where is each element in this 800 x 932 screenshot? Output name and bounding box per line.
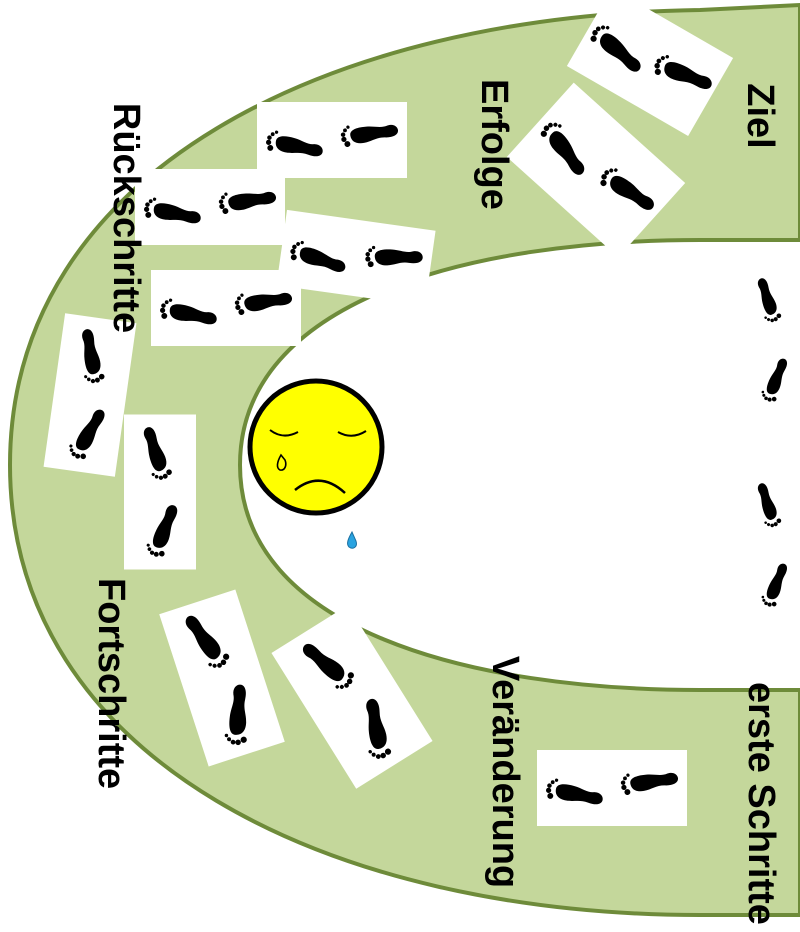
label-veraenderung: Veränderung <box>484 652 524 892</box>
label-rueckschritte: Rückschritte <box>105 101 145 335</box>
footprints-icon <box>742 465 800 625</box>
teardrop-icon <box>348 532 357 548</box>
footprints-icon <box>257 102 407 178</box>
label-erste-schritte: erste Schritte <box>740 682 780 922</box>
footprints-icon <box>742 260 800 420</box>
label-fortschritte: Fortschritte <box>90 578 130 786</box>
crying-face-icon <box>250 381 382 513</box>
footprints-icon <box>537 750 687 826</box>
label-erfolge: Erfolge <box>473 79 513 209</box>
footprints-icon <box>151 270 301 346</box>
footprints-icon <box>135 169 285 245</box>
footprints-icon <box>124 415 196 570</box>
label-ziel: Ziel <box>739 83 779 149</box>
